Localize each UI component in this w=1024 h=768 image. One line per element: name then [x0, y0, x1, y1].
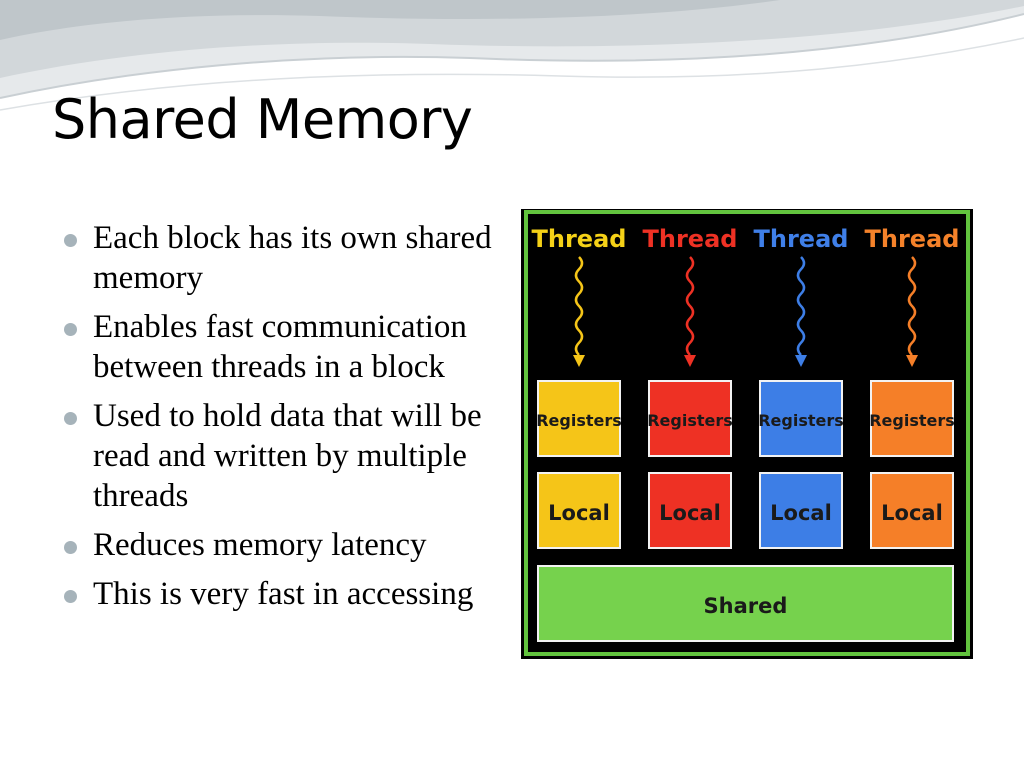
registers-box [537, 380, 621, 457]
bullet-dot-icon [64, 412, 77, 425]
bullet-item: Reduces memory latency [60, 525, 510, 565]
bullet-text: Reduces memory latency [93, 527, 427, 563]
arrow-head-icon [906, 355, 918, 367]
local-memory-label: Local [659, 501, 721, 525]
arrow-head-icon [573, 355, 585, 367]
thread-arrow-icon [907, 256, 917, 356]
bullet-text: Each block has its own shared memory [93, 220, 492, 296]
arrow-head-icon [684, 355, 696, 367]
thread-label: Thread [865, 225, 960, 253]
local-memory-box [870, 472, 954, 549]
registers-label: Registers [758, 411, 844, 430]
local-memory-label: Local [548, 501, 610, 525]
thread-label: Thread [532, 225, 627, 253]
block-border [524, 210, 970, 656]
thread-arrow-icon [685, 256, 695, 356]
thread-label: Thread [754, 225, 849, 253]
local-memory-box [537, 472, 621, 549]
registers-label: Registers [536, 411, 622, 430]
bullet-text: Used to hold data that will be read and … [93, 398, 482, 514]
thread-label: Thread [643, 225, 738, 253]
bullet-text: Enables fast communication between threa… [93, 309, 467, 385]
bullet-dot-icon [64, 323, 77, 336]
local-memory-box [648, 472, 732, 549]
local-memory-box [759, 472, 843, 549]
bullet-list: Each block has its own shared memory Ena… [60, 218, 510, 623]
shared-memory-box [537, 565, 954, 642]
bullet-dot-icon [64, 541, 77, 554]
registers-box [648, 380, 732, 457]
bullet-item: This is very fast in accessing [60, 574, 510, 614]
registers-label: Registers [869, 411, 955, 430]
slide-title: Shared Memory [52, 88, 473, 151]
registers-box [759, 380, 843, 457]
arrow-head-icon [795, 355, 807, 367]
thread-arrow-icon [796, 256, 806, 356]
registers-label: Registers [647, 411, 733, 430]
shared-memory-label: Shared [704, 594, 788, 618]
bullet-dot-icon [64, 234, 77, 247]
decorative-wave [0, 0, 1024, 111]
bullet-item: Enables fast communication between threa… [60, 307, 510, 387]
registers-box [870, 380, 954, 457]
bullet-item: Used to hold data that will be read and … [60, 396, 510, 516]
bullet-text: This is very fast in accessing [93, 576, 474, 612]
thread-arrow-icon [574, 256, 584, 356]
local-memory-label: Local [770, 501, 832, 525]
bullet-dot-icon [64, 590, 77, 603]
bullet-item: Each block has its own shared memory [60, 218, 510, 298]
local-memory-label: Local [881, 501, 943, 525]
